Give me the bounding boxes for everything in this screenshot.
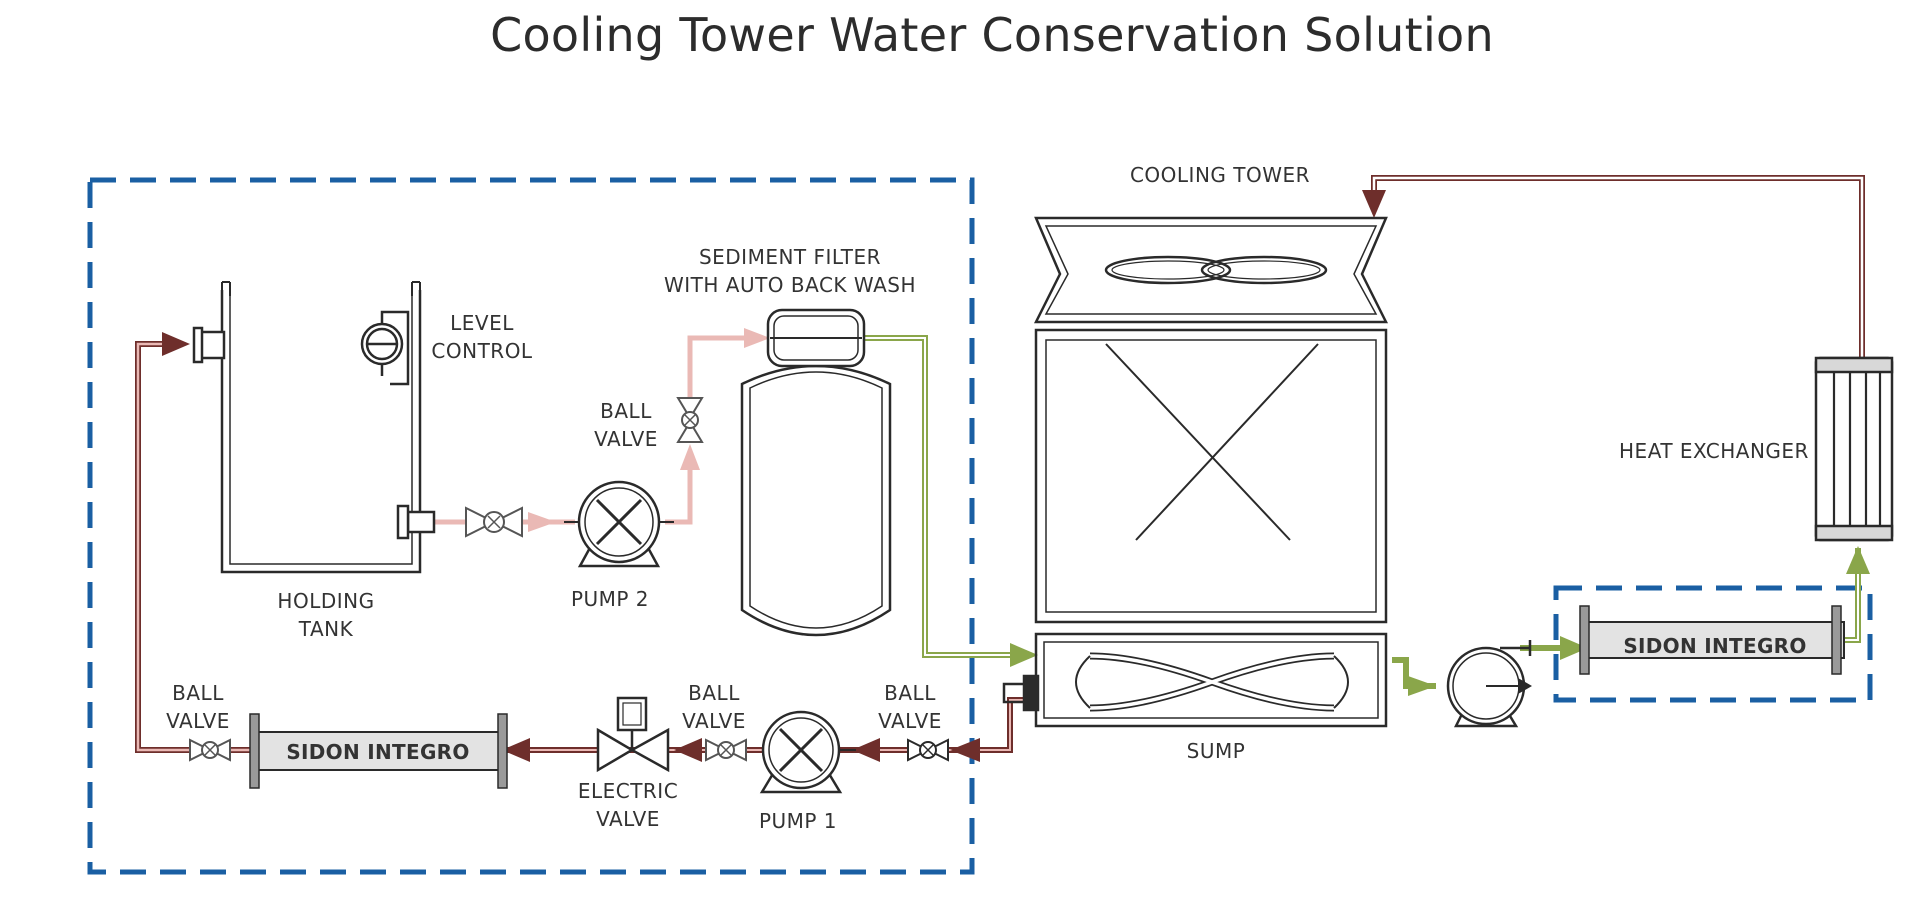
flow-arrow (1408, 676, 1436, 696)
flow-arrow (528, 512, 556, 532)
return-line-hx-to-tower (1362, 175, 1865, 358)
flow-arrow (744, 328, 770, 348)
green-line-filter-to-sump (862, 335, 1038, 667)
flow-arrow (950, 738, 980, 762)
ball-valve-mid-icon (705, 738, 747, 762)
flow-arrow (680, 444, 700, 470)
level-control-label-line1: LEVEL (450, 311, 514, 335)
flow-arrow (674, 738, 702, 762)
electric-valve-icon (596, 696, 670, 773)
ball-valve-top-label-line1: BALL (600, 399, 652, 423)
sidon-integro-left (249, 713, 508, 789)
sump-label: SUMP (1187, 739, 1246, 763)
sediment-filter-label-line1: SEDIMENT FILTER (699, 245, 881, 269)
sidon-integro-left-label: SIDON INTEGRO (286, 740, 469, 764)
ball-valve-right-label-line2: VALVE (878, 709, 942, 733)
sidon-integro-right-label: SIDON INTEGRO (1623, 634, 1806, 658)
green-line-sump-to-hx (1392, 546, 1870, 696)
flow-arrow (1010, 643, 1038, 667)
diagram-title: Cooling Tower Water Conservation Solutio… (490, 8, 1494, 62)
flow-arrow (502, 738, 530, 762)
ball-valve-top-icon (676, 397, 704, 443)
sidestream-boundary (1553, 585, 1873, 703)
cooling-tower-label: COOLING TOWER (1130, 163, 1310, 187)
level-control-label-line2: CONTROL (431, 339, 533, 363)
sediment-filter-label-line2: WITH AUTO BACK WASH (664, 273, 916, 297)
flow-arrow (852, 738, 880, 762)
ball-valve-tank-outlet-icon (465, 506, 523, 538)
holding-tank (192, 281, 436, 574)
heat-exchanger-label: HEAT EXCHANGER (1619, 439, 1809, 463)
ball-valve-right-icon (907, 738, 949, 762)
ball-valve-left-label-line2: VALVE (166, 709, 230, 733)
holding-tank-label-line1: HOLDING (277, 589, 374, 613)
ball-valve-left-icon (189, 738, 231, 762)
heat-exchanger (1814, 356, 1894, 542)
ball-valve-right-label-line1: BALL (884, 681, 936, 705)
cooling-tower (1002, 216, 1389, 728)
flow-arrow (1560, 636, 1588, 660)
electric-valve-label-line2: VALVE (596, 807, 660, 831)
sediment-filter (740, 308, 892, 637)
transfer-pump-icon (1446, 640, 1532, 728)
ball-valve-top-label-line2: VALVE (594, 427, 658, 451)
ball-valve-mid-label-line1: BALL (688, 681, 740, 705)
flow-arrow (1846, 546, 1870, 574)
flow-arrow (1362, 190, 1386, 218)
pump-1-icon (759, 710, 856, 794)
fan-icon (1104, 255, 1328, 285)
treatment-skid-boundary (87, 177, 975, 875)
pump-2-label: PUMP 2 (571, 587, 649, 611)
electric-valve-label-line1: ELECTRIC (578, 779, 678, 803)
sidon-integro-right (1579, 605, 1845, 675)
bottom-process-line (500, 697, 1030, 762)
pump-1-label: PUMP 1 (759, 809, 837, 833)
flow-arrow (162, 332, 190, 356)
level-control-float-icon (360, 310, 410, 386)
pump-2-icon (564, 480, 674, 568)
ball-valve-left-label-line1: BALL (172, 681, 224, 705)
ball-valve-mid-label-line2: VALVE (682, 709, 746, 733)
holding-tank-label-line2: TANK (298, 617, 354, 641)
